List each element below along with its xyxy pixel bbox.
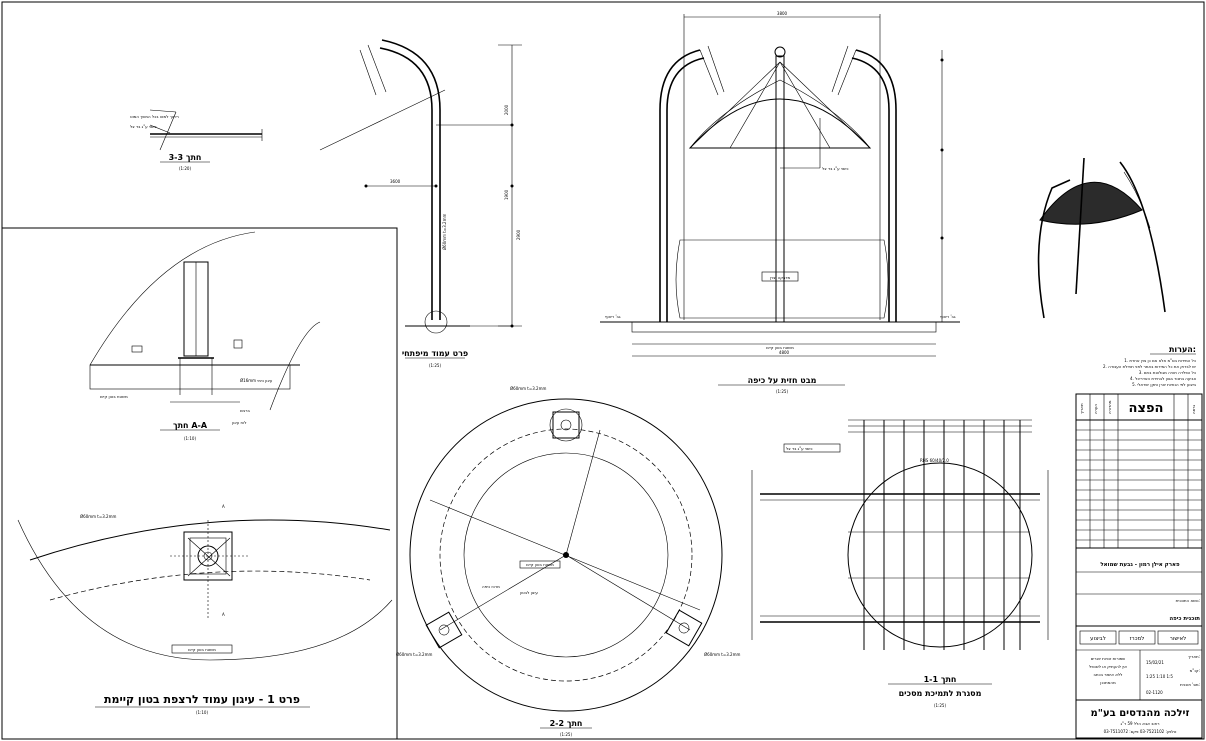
aa-scale: (1:10) [184,436,197,441]
detail1-title: פרט 1 - עיגון עמוד לרצפת בטון קיימת [104,693,300,706]
notes-item-0: 1. כל המידות בס"מ אלא אם כן צוין אחרת [1124,358,1196,363]
section33-note1: ריתוך למוט בכל המשך המוט [130,114,179,119]
d1-pipe: Ø60mm t=3.2mm [80,514,116,519]
detail-frame [1,227,398,740]
detail1-scale: (1:10) [196,710,209,715]
tb-company: זילכה מהנדסים בע"מ [1091,708,1190,719]
s11-scale: (1:25) [934,703,947,708]
tb-disc-0: שמורות זכויות יוצרים [1091,656,1126,661]
tb-num-value: 02-1120 [1146,690,1163,695]
section33-title: חתך 3-3 [169,153,202,162]
tb-stage-0: לביצוע [1090,635,1106,642]
shade-sticker: מדבקה יצרן [770,275,791,280]
shade-floor-label: משטח בטון קיים [766,345,794,350]
shade-level1: גב' ריצוף [605,314,621,319]
shade-dim-top: 3800 [777,11,788,16]
section33-note2: כיסוי ע"ג בד צל [130,124,157,129]
tb-num-label: מס' תוכנית: [1180,682,1200,687]
notes-block: הערות: 1. כל המידות בס"מ אלא אם כן צוין … [1103,345,1197,387]
aa-floor-label: משטח בטון קיים [100,394,128,399]
rev-title: הפצה [1129,401,1164,416]
aa-title: חתך A-A [173,421,208,430]
tb-disc-1: אין להעתיק או לשכפל [1089,664,1127,669]
post-profile-scale: (1:25) [429,363,442,368]
tb-date-value: 15/02/21 [1146,660,1164,665]
tb-stage-1: למכרז [1130,635,1145,642]
shade-dim-bottom: 4800 [779,350,790,355]
title-block: תאריך הערה מהדורה גרסה הפצה פארק אילן רמ… [1075,393,1203,739]
tb-scale-label: קנ"מ: [1190,668,1200,673]
tb-project: פארק אילן רמון - גבעת שמואל [1100,562,1180,568]
shade-front-view: מדבקה יצרן משטח בטון קיים כיסוי ע"ג בד צ… [600,11,960,394]
post-profile-title: פרט עמוד מיפתחי [402,349,468,358]
aa-label2: ברגים [240,408,250,413]
notes-item-3: 4. צביעה בתנור בגוון לבחירת האדריכל [1130,376,1197,381]
post-dim-1: 1900 [504,189,509,200]
tb-stage-2: לאישור [1170,635,1187,642]
d1-floor: משטח בטון קיים [188,647,216,652]
post-dim-2: 2900 [516,229,521,240]
notes-heading: הערות: [1169,345,1196,354]
d1-markA1: A [222,504,225,509]
section-a-a: משטח בטון קיים Ø16mm עיגון כימי ברגים לו… [89,231,321,441]
section33-scale: (1:20) [179,166,192,171]
s22-scale: (1:25) [560,732,573,737]
tb-date-label: תאריך: [1188,654,1200,659]
rev-h-2: מהדורה [1107,400,1112,414]
post-profile: Ø60mm t=3.2mm 2000 1900 2900 3600 פרט עמ… [319,39,522,368]
notes-item-2: 3. כל הפלדה תהיה מגולוונת בחם [1139,370,1196,375]
post-dim-0: 2000 [504,104,509,115]
s22-pipe2: Ø60mm t=3.2mm [396,652,432,657]
section-1-1: RHS 60/40/2.0 כיסוי ע"ג בד צל חתך 1-1 מס… [751,419,1049,708]
s11-subtitle: מסגרת לתמיכת מסכים [899,689,982,698]
tb-drawing-name: תוכנית כיפה [1169,616,1200,622]
post-dim-3: 3600 [390,179,401,184]
s11-rhs: RHS 60/40/2.0 [920,458,949,463]
s22-label3: עיגון לבטון [520,590,538,595]
s22-pipe1: Ø60mm t=3.2mm [510,386,546,391]
s22-title: חתך 2-2 [550,719,583,728]
s22-label2: מרכז כיפה [482,584,500,589]
shade-view-title: מבט חזית על כיפה [748,376,817,385]
shade-3d-view [1037,157,1166,319]
tb-disc-3: מהמתכנן [1100,680,1116,685]
notes-item-4: 5. ביצוע לפי הנחיות יצרן ותקן ישראלי [1132,382,1197,387]
detail-1: A A Ø60mm t=3.2mm משטח בטון קיים פרט 1 -… [17,504,393,715]
rev-h-0: תאריך [1079,403,1084,414]
section-3-3: ריתוך למוט בכל המשך המוט כיסוי ע"ג בד צל… [130,109,263,171]
tb-scale-value: 1:25 1:10 1:5 [1146,674,1173,679]
aa-label1: Ø16mm עיגון כימי [240,378,273,383]
tb-phone: טלפון: 03-7521102 פקס: 03-7511072 [1104,729,1177,734]
tb-address: רחוב אבא הלל 59 ר"ג [1120,721,1159,726]
section-2-2: Ø60mm t=3.2mm Ø60mm t=3.2mm Ø60mm t=3.2m… [396,386,740,737]
post-pipe-label: Ø60mm t=3.2mm [442,214,447,250]
shade-roof-label: כיסוי ע"ג בד צל [822,166,849,171]
s11-note: כיסוי ע"ג בד צל [786,446,813,451]
shade-level2: גב' ריצוף [940,314,956,319]
shade-view-scale: (1:25) [776,389,789,394]
d1-markA2: A [222,612,225,617]
s22-pipe3: Ø60mm t=3.2mm [704,652,740,657]
tb-disc-2: ללא אישור בכתב [1094,672,1123,677]
rev-h-3: גרסה [1191,405,1196,414]
rev-h-1: הערה [1093,404,1098,414]
aa-label3: לוח עיגון [232,420,246,425]
notes-item-1: 2. יש לבדוק את כל המידות באתר לפני תחילת… [1103,364,1196,369]
tb-drawing-label: נושא התוכנית: [1176,598,1200,603]
s11-title: חתך 1-1 [924,675,957,684]
s22-label1: משטח בטון קיים [526,562,554,567]
